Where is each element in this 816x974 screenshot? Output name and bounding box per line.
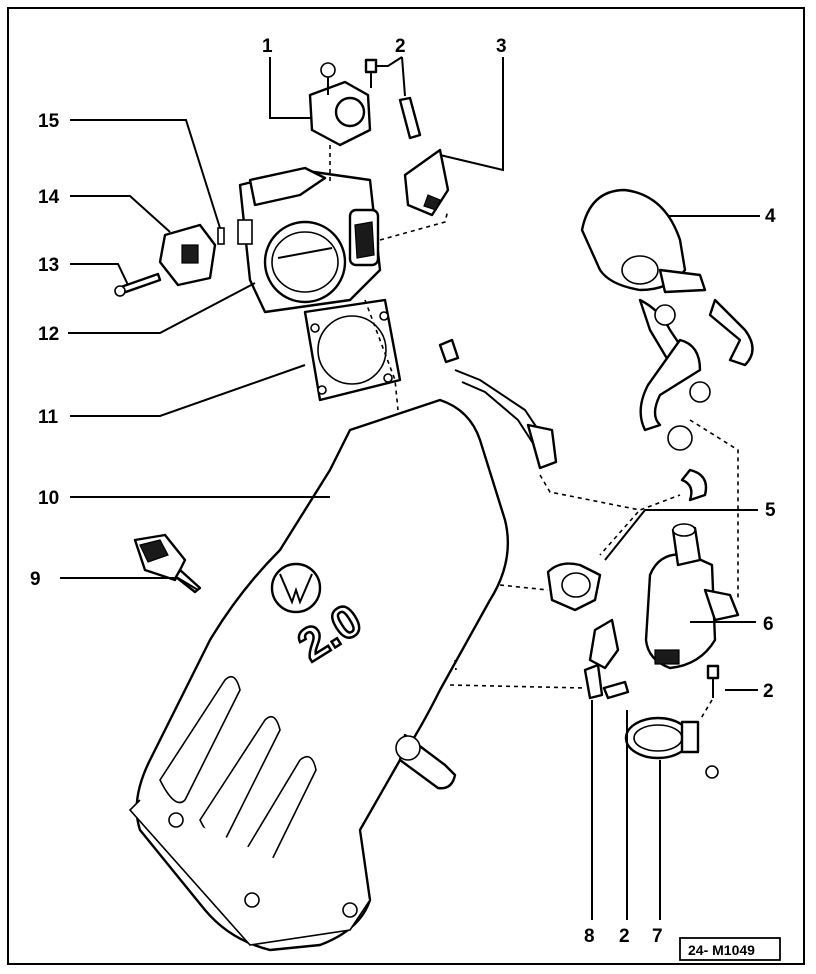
callout-2-top: 2 (395, 36, 406, 57)
throttle-gasket (303, 298, 402, 402)
callout-6: 6 (763, 614, 774, 635)
callout-11: 11 (38, 407, 59, 428)
throttle-body (237, 166, 382, 314)
assembly-lines (329, 145, 739, 721)
callout-8: 8 (584, 926, 595, 947)
callout-10: 10 (38, 488, 59, 509)
bracket-small (583, 618, 620, 700)
temperature-sensor (133, 533, 202, 594)
callout-7: 7 (652, 926, 663, 947)
screw-lower (602, 664, 720, 700)
callout-4: 4 (765, 206, 776, 227)
screws-top (364, 58, 422, 140)
mounting-screw (114, 272, 162, 297)
retaining-clip (217, 227, 225, 245)
grommet (546, 562, 602, 612)
callout-12: 12 (38, 324, 59, 345)
idle-switch (308, 62, 372, 147)
hose-clamp (624, 716, 719, 779)
callout-1: 1 (262, 36, 273, 57)
breather-hose (438, 338, 558, 470)
callout-13: 13 (38, 255, 59, 276)
callout-5: 5 (765, 500, 776, 521)
callout-14: 14 (38, 187, 60, 208)
diagram-frame (7, 7, 805, 965)
intake-manifold: 2.0 (128, 398, 510, 952)
callout-2-right: 2 (763, 681, 774, 702)
idle-valve (644, 523, 740, 670)
reference-code-text: 24- M1049 (688, 942, 755, 958)
leader-lines (60, 56, 760, 920)
throttle-actuator (158, 223, 217, 287)
callout-labels: 1 2 3 4 5 6 2 7 2 8 9 10 11 12 13 14 15 (30, 36, 776, 947)
bracket (403, 148, 450, 217)
callout-2-bottom: 2 (619, 926, 630, 947)
callout-9: 9 (30, 569, 41, 590)
callout-3: 3 (496, 36, 507, 57)
callout-15: 15 (38, 111, 60, 132)
air-valve-assembly (580, 188, 754, 502)
reference-code: 24- M1049 (679, 937, 781, 961)
